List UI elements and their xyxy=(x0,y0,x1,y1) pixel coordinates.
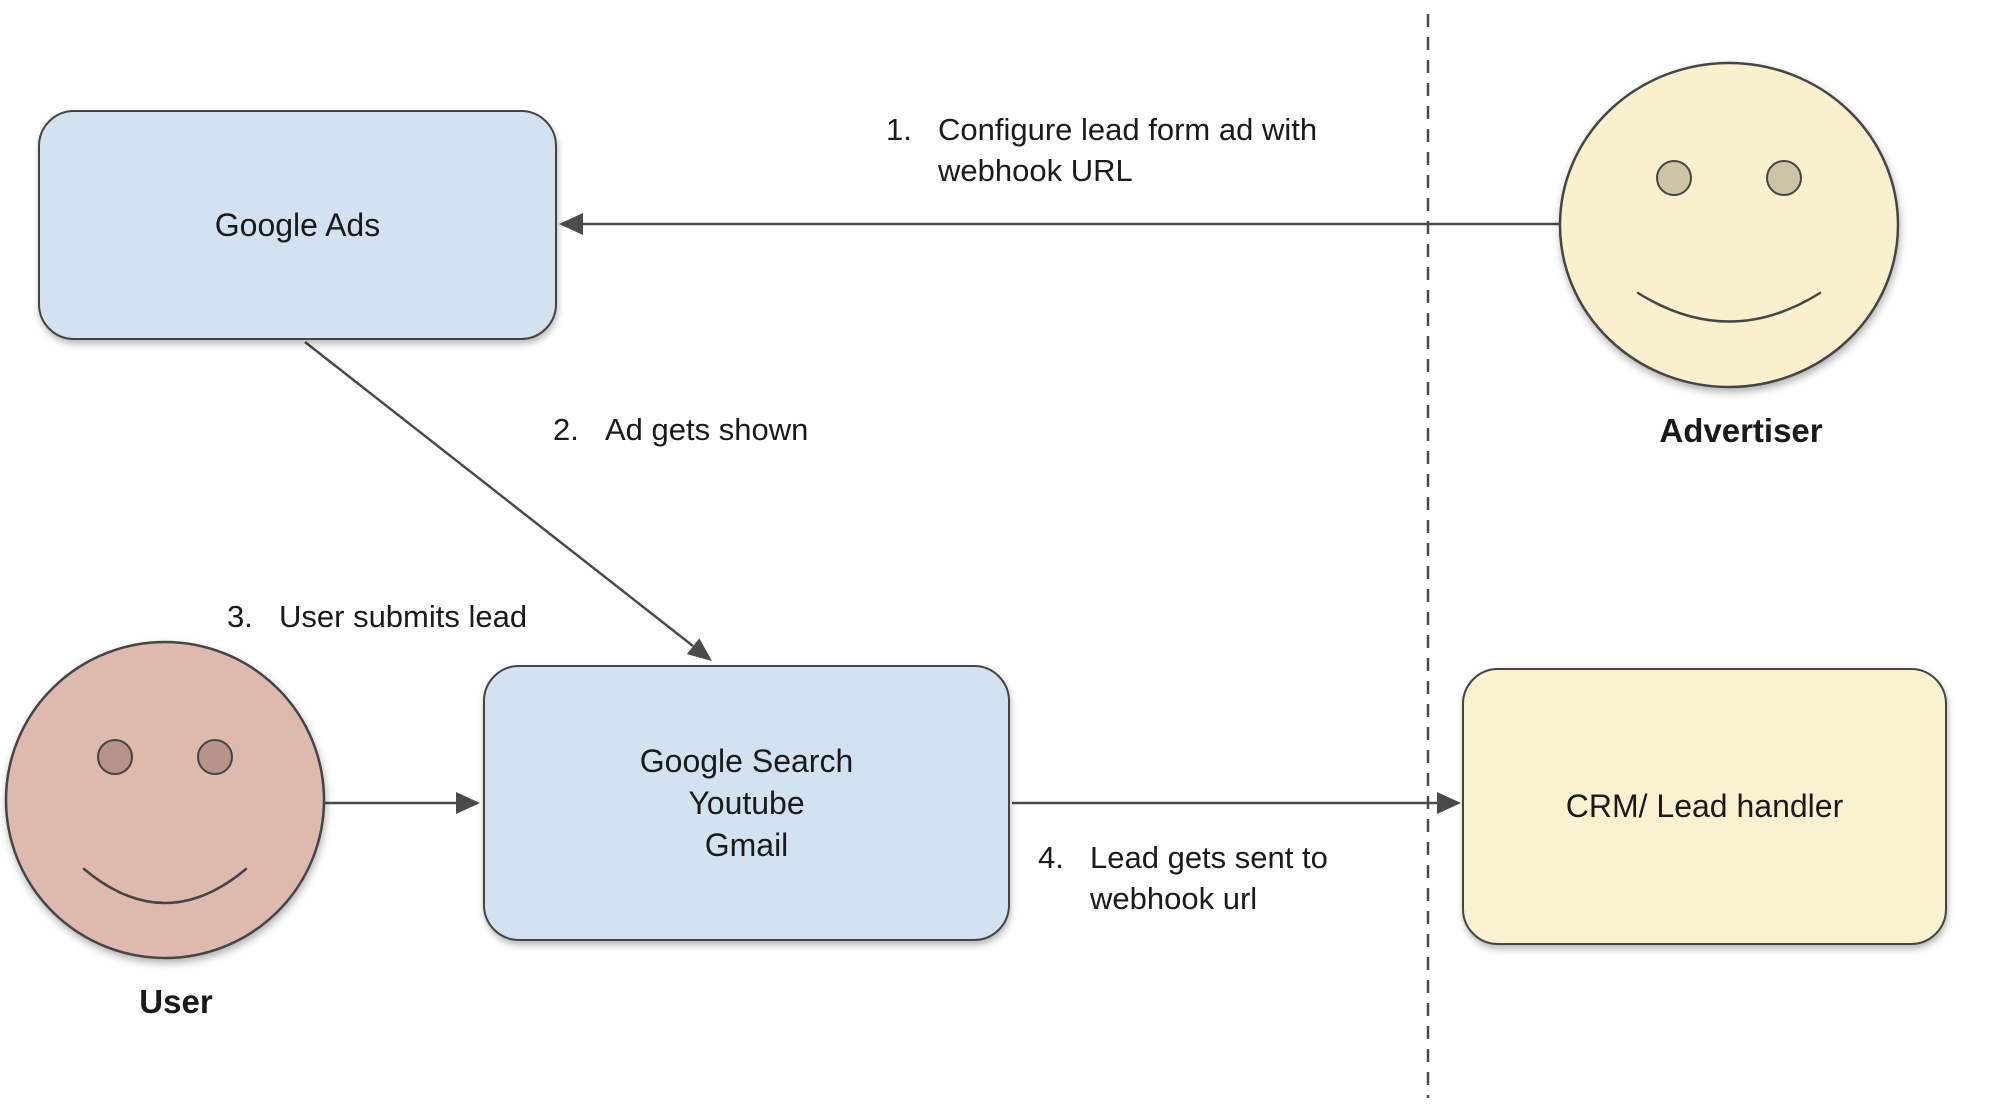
node-google-properties-label: Google Search Youtube Gmail xyxy=(639,742,854,864)
step-label-1: 1. Configure lead form ad with webhook U… xyxy=(886,110,1317,192)
step-label-3: 3. User submits lead xyxy=(227,597,527,638)
node-google-properties: Google Search Youtube Gmail xyxy=(483,665,1010,941)
step-label-2: 2. Ad gets shown xyxy=(553,410,808,451)
step-4-number: 4. xyxy=(1038,840,1064,875)
arrow-ad-gets-shown xyxy=(304,341,712,661)
user-smile xyxy=(82,867,248,905)
advertiser-smile xyxy=(1636,291,1822,323)
user-face xyxy=(4,640,326,960)
advertiser-face-circle xyxy=(1558,61,1900,389)
node-google-ads: Google Ads xyxy=(38,110,557,340)
arrow-configure-lead-form xyxy=(559,213,1561,235)
node-crm-label: CRM/ Lead handler xyxy=(1565,788,1844,825)
step-2-number: 2. xyxy=(553,412,579,447)
user-caption: User xyxy=(139,983,213,1020)
node-google-ads-label: Google Ads xyxy=(214,206,381,243)
step-3-text: User submits lead xyxy=(279,599,528,634)
step-1-text: Configure lead form ad with webhook URL xyxy=(938,112,1318,188)
advertiser-left-eye xyxy=(1656,160,1692,196)
node-crm-lead-handler: CRM/ Lead handler xyxy=(1462,668,1947,945)
advertiser-face xyxy=(1558,61,1900,389)
user-face-circle xyxy=(4,640,326,960)
advertiser-right-eye xyxy=(1766,160,1802,196)
advertiser-caption: Advertiser xyxy=(1659,412,1823,449)
step-label-4: 4. Lead gets sent to webhook url xyxy=(1038,838,1328,920)
arrow-lead-sent-to-webhook xyxy=(1012,792,1461,814)
step-1-number: 1. xyxy=(886,112,912,147)
step-2-text: Ad gets shown xyxy=(605,412,809,447)
user-right-eye xyxy=(197,739,233,775)
step-4-text: Lead gets sent to webhook url xyxy=(1090,840,1328,916)
arrow-user-submits-lead xyxy=(323,792,480,814)
user-left-eye xyxy=(97,739,133,775)
step-3-number: 3. xyxy=(227,599,253,634)
